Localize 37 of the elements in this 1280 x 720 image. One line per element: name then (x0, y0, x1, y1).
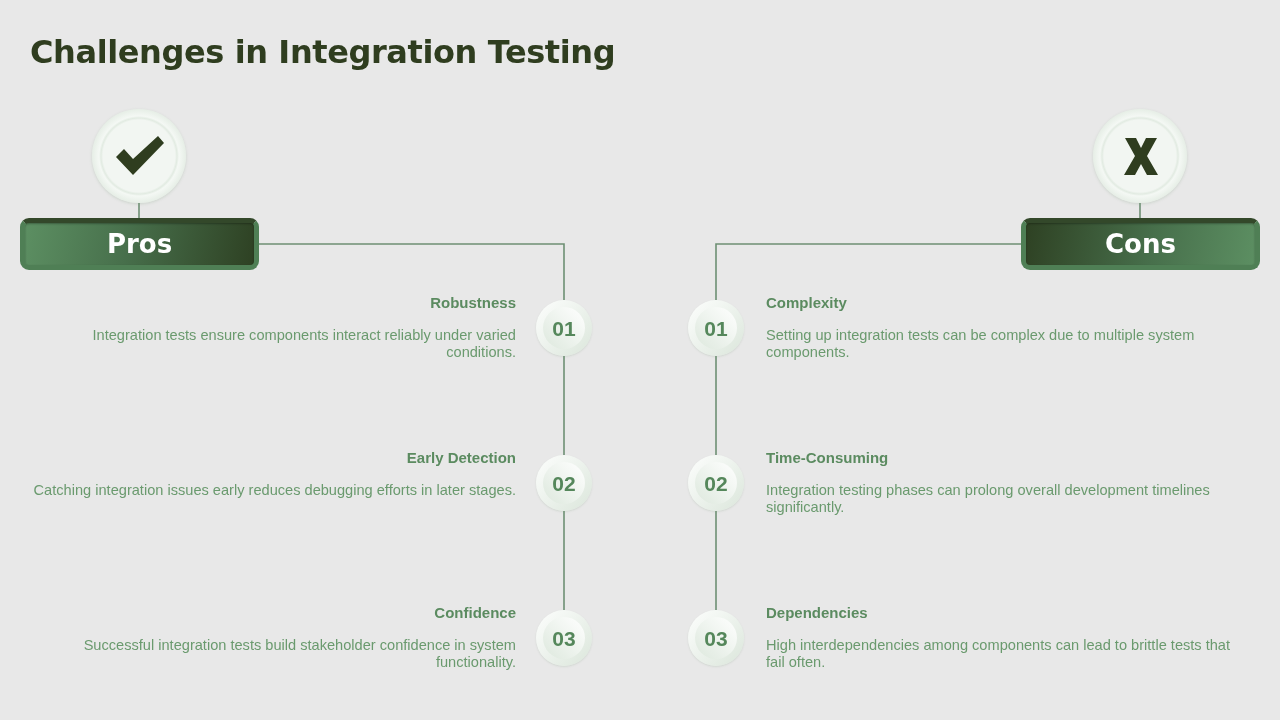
item-description: High interdependencies among components can lead to brittle tests that fail often. (766, 637, 1232, 671)
number-circle (688, 455, 744, 511)
item-description: Successful integration tests build stakeholder confidence in system functionality. (82, 637, 516, 671)
connector-line (1139, 202, 1141, 219)
step-number: 02 (704, 472, 728, 494)
step-number: 01 (704, 317, 728, 339)
connector-line (715, 243, 1022, 301)
item-description: Setting up integration tests can be complex due to multiple system components. (766, 327, 1196, 361)
number-circle (688, 610, 744, 666)
connector-line (258, 243, 565, 301)
connector-line (563, 510, 565, 611)
item-heading: Time-Consuming (766, 449, 889, 467)
item-heading: Complexity (766, 294, 847, 312)
item-heading: Robustness (430, 294, 516, 312)
connector-line (715, 355, 717, 456)
connector-line (715, 510, 717, 611)
step-number: 01 (552, 317, 576, 339)
item-description: Integration tests ensure components interact reliably under varied conditions. (91, 327, 516, 361)
banner-label: Cons (1105, 231, 1176, 257)
banner-label: Pros (106, 231, 173, 257)
slide-title: Challenges in Integration Testing (30, 33, 616, 71)
item-heading: Dependencies (766, 604, 868, 622)
header-banner (1021, 218, 1260, 270)
number-circle (688, 300, 744, 356)
item-description: Catching integration issues early reduces debugging efforts in later stages. (32, 482, 516, 499)
header-banner (20, 218, 259, 270)
number-circle (536, 300, 592, 356)
step-number: 02 (552, 472, 576, 494)
item-description: Integration testing phases can prolong overall development timelines significantly. (766, 482, 1211, 516)
connector-line (563, 355, 565, 456)
step-number: 03 (552, 627, 576, 649)
number-circle (536, 455, 592, 511)
step-number: 03 (704, 627, 728, 649)
connector-line (138, 202, 140, 219)
item-heading: Confidence (434, 604, 516, 622)
item-heading: Early Detection (406, 449, 516, 467)
number-circle (536, 610, 592, 666)
